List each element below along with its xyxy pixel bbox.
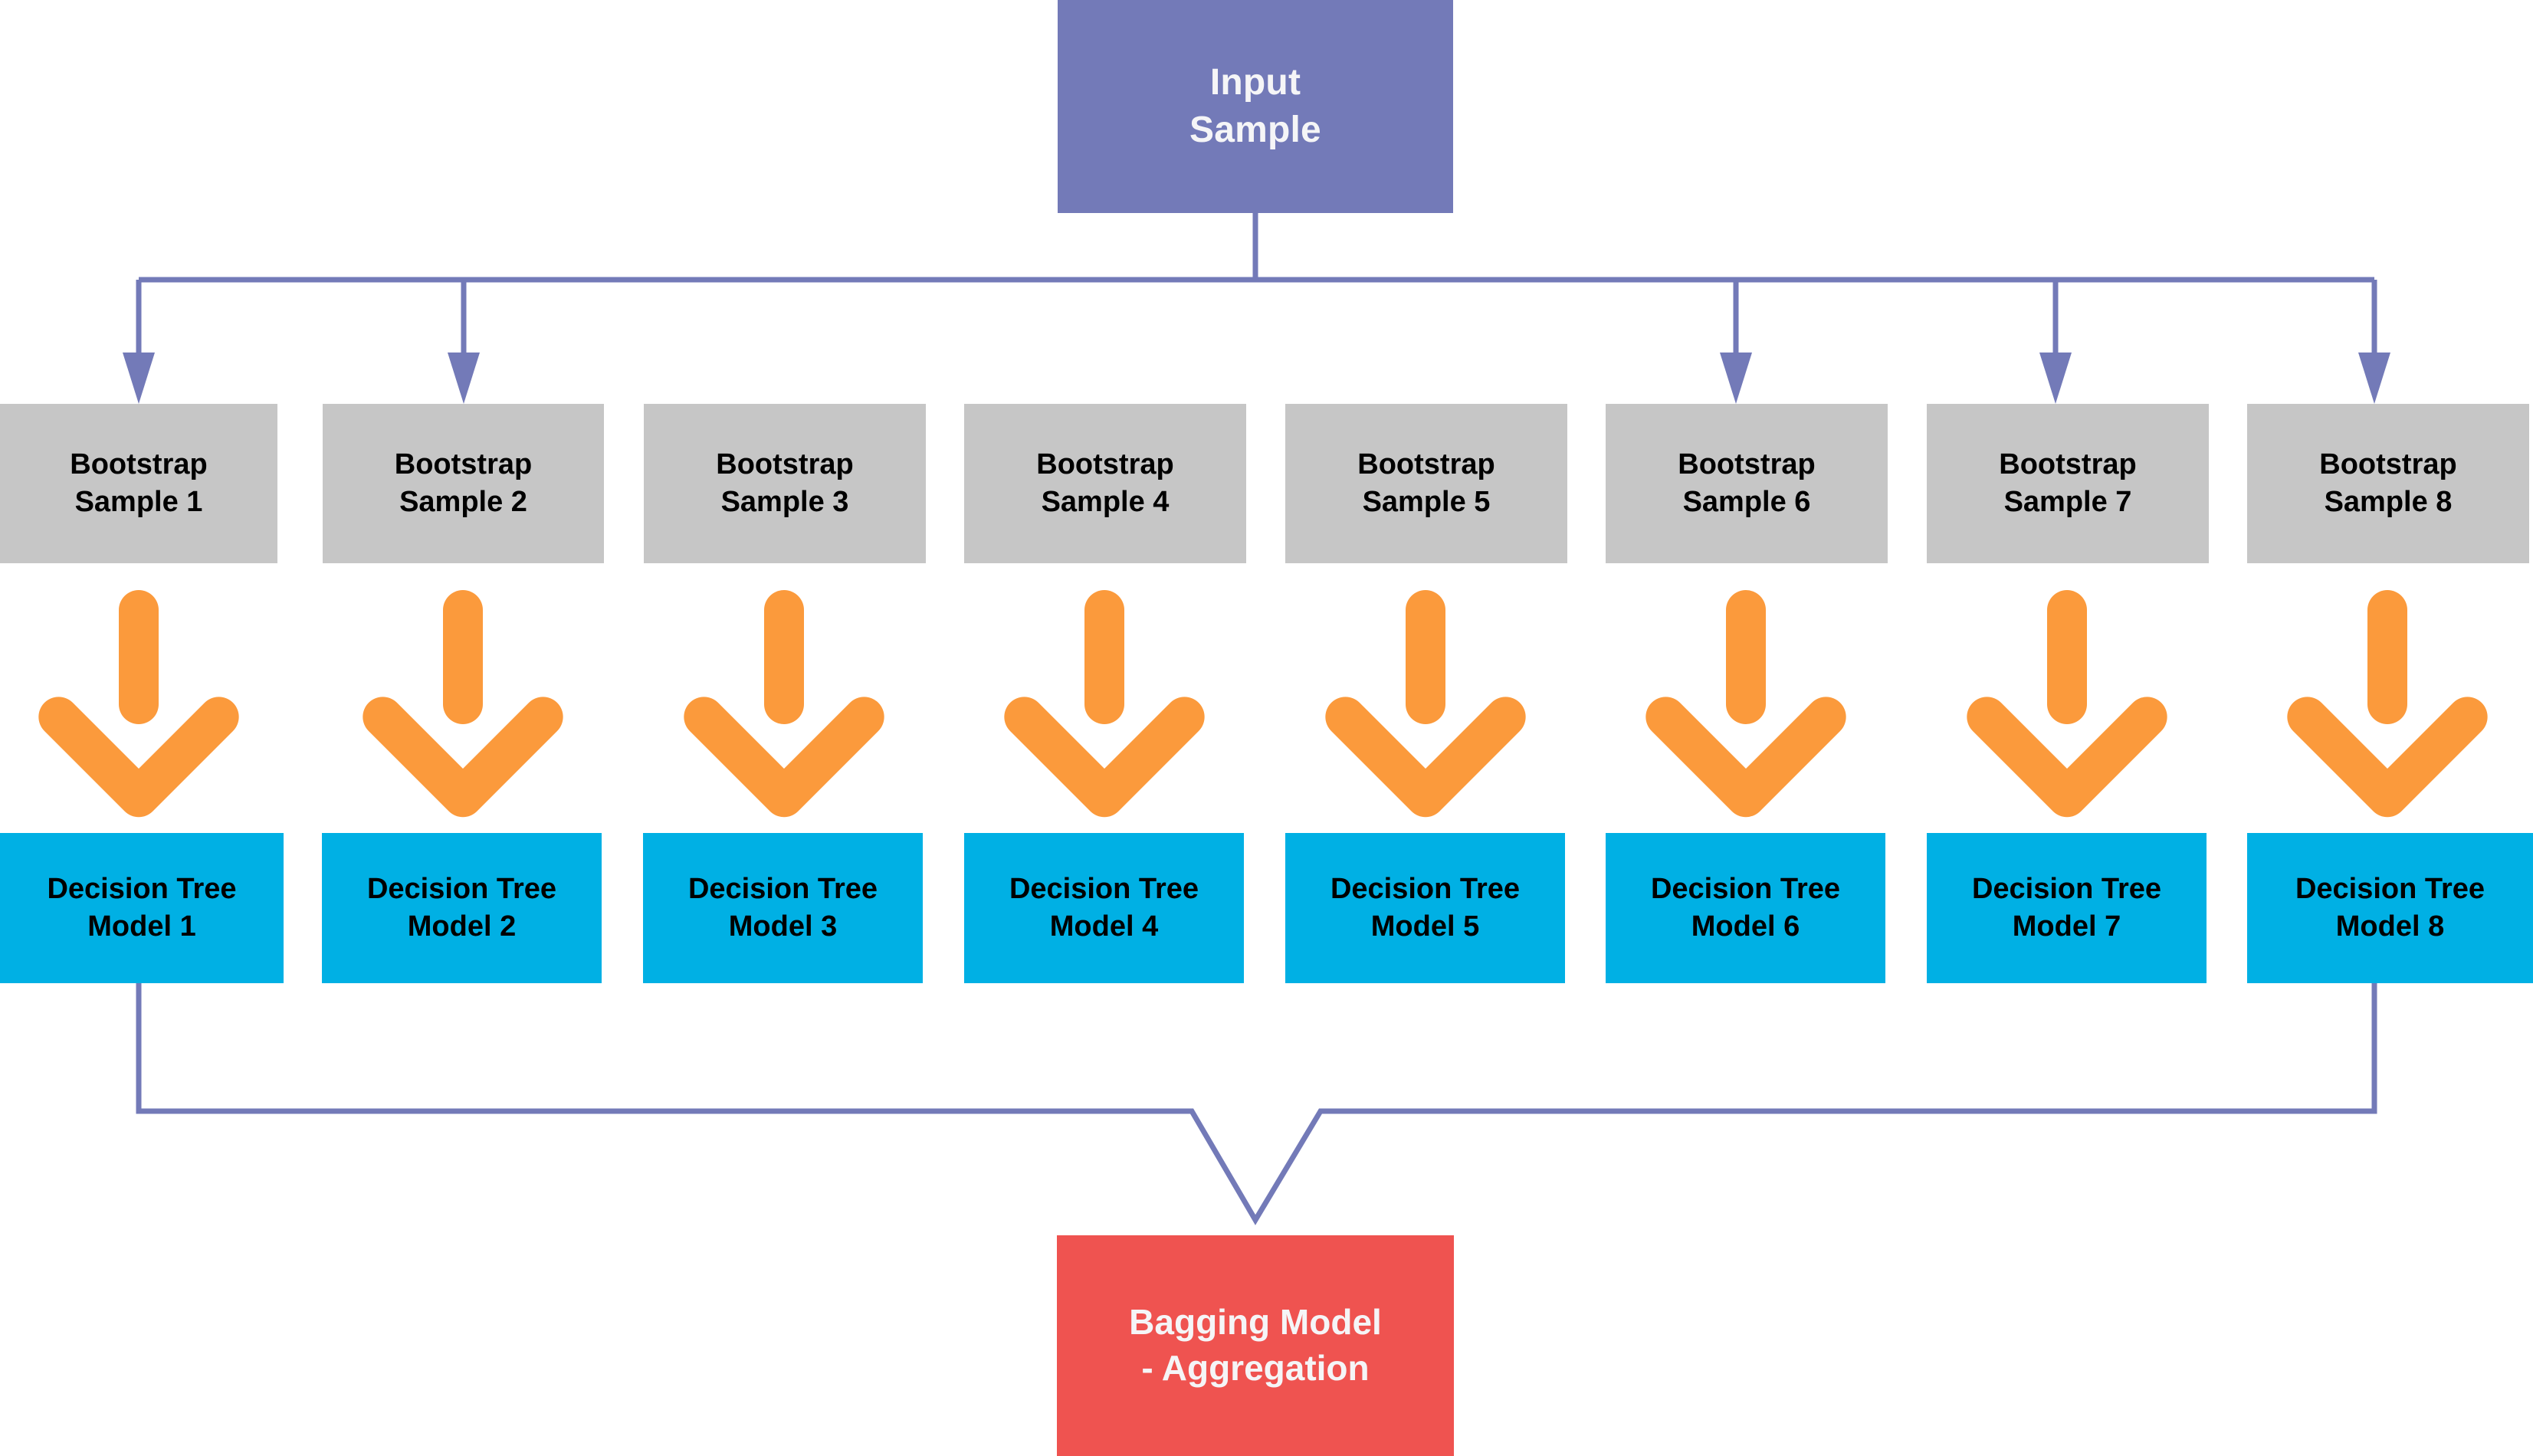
decision-tree-4-node: Decision Tree Model 4 xyxy=(964,833,1244,983)
decision-tree-7-line-1: Decision Tree xyxy=(1971,872,2162,905)
down-arrow-icon-5 xyxy=(1325,590,1526,818)
bootstrap-sample-7-line-2: Sample 7 xyxy=(2003,486,2132,518)
input-sample-line-1: Input xyxy=(1209,61,1301,103)
decision-tree-5-node: Decision Tree Model 5 xyxy=(1285,833,1565,983)
decision-tree-2-node: Decision Tree Model 2 xyxy=(322,833,602,983)
bootstrap-sample-5-line-1: Bootstrap xyxy=(1357,448,1495,480)
decision-tree-1-line-2: Model 1 xyxy=(87,910,196,943)
bootstrap-sample-8-line-1: Bootstrap xyxy=(2319,448,2457,480)
bootstrap-sample-8-label: Bootstrap Sample 8 xyxy=(2247,446,2529,522)
connector-bottom-aggregation-bus xyxy=(136,983,2377,1225)
input-sample-label: Input Sample xyxy=(1058,59,1453,155)
bootstrap-sample-7-label: Bootstrap Sample 7 xyxy=(1927,446,2209,522)
bootstrap-sample-8-node: Bootstrap Sample 8 xyxy=(2247,404,2529,563)
decision-tree-2-label: Decision Tree Model 2 xyxy=(322,871,602,946)
decision-tree-3-line-1: Decision Tree xyxy=(687,872,878,905)
down-arrow-icon-4 xyxy=(1004,590,1205,818)
bagging-model-line-1: Bagging Model xyxy=(1129,1302,1382,1343)
bootstrap-sample-6-label: Bootstrap Sample 6 xyxy=(1606,446,1888,522)
decision-tree-2-line-1: Decision Tree xyxy=(366,872,557,905)
arrowhead-icon-6 xyxy=(1720,353,1752,404)
decision-tree-6-label: Decision Tree Model 6 xyxy=(1606,871,1885,946)
bootstrap-sample-6-line-1: Bootstrap xyxy=(1678,448,1816,480)
down-arrow-icon-1 xyxy=(38,590,239,818)
decision-tree-1-line-1: Decision Tree xyxy=(47,872,237,905)
down-arrow-icon-3 xyxy=(684,590,884,818)
decision-tree-1-node: Decision Tree Model 1 xyxy=(0,833,284,983)
decision-tree-7-node: Decision Tree Model 7 xyxy=(1927,833,2207,983)
decision-tree-3-label: Decision Tree Model 3 xyxy=(643,871,923,946)
bootstrap-sample-3-line-2: Sample 3 xyxy=(720,486,849,518)
decision-tree-3-node: Decision Tree Model 3 xyxy=(643,833,923,983)
decision-tree-4-line-1: Decision Tree xyxy=(1009,872,1199,905)
bootstrap-sample-3-node: Bootstrap Sample 3 xyxy=(644,404,926,563)
bootstrap-sample-5-label: Bootstrap Sample 5 xyxy=(1285,446,1567,522)
down-arrow-icon-8 xyxy=(2287,590,2488,818)
bootstrap-sample-6-line-2: Sample 6 xyxy=(1682,486,1811,518)
decision-tree-7-line-2: Model 7 xyxy=(2012,910,2121,943)
arrowhead-icon-8 xyxy=(2358,353,2390,404)
bootstrap-sample-7-line-1: Bootstrap xyxy=(1999,448,2137,480)
bootstrap-sample-4-label: Bootstrap Sample 4 xyxy=(964,446,1246,522)
decision-tree-8-line-2: Model 8 xyxy=(2335,910,2445,943)
decision-tree-6-node: Decision Tree Model 6 xyxy=(1606,833,1885,983)
bootstrap-sample-2-line-2: Sample 2 xyxy=(399,486,527,518)
bagging-model-label: Bagging Model - Aggregation xyxy=(1057,1300,1454,1392)
arrowhead-icon-2 xyxy=(448,353,480,404)
connector-arrowheads xyxy=(123,353,2390,404)
decision-tree-4-label: Decision Tree Model 4 xyxy=(964,871,1244,946)
bootstrap-sample-7-node: Bootstrap Sample 7 xyxy=(1927,404,2209,563)
bootstrap-sample-1-line-1: Bootstrap xyxy=(70,448,208,480)
arrowhead-icon-1 xyxy=(123,353,155,404)
bootstrap-sample-5-line-2: Sample 5 xyxy=(1362,486,1491,518)
input-sample-node: Input Sample xyxy=(1058,0,1453,213)
decision-tree-3-line-2: Model 3 xyxy=(728,910,838,943)
bootstrap-sample-1-label: Bootstrap Sample 1 xyxy=(0,446,277,522)
bootstrap-sample-3-label: Bootstrap Sample 3 xyxy=(644,446,926,522)
decision-tree-8-line-1: Decision Tree xyxy=(2295,872,2485,905)
input-sample-line-2: Sample xyxy=(1189,110,1321,150)
decision-tree-8-node: Decision Tree Model 8 xyxy=(2247,833,2533,983)
bagging-model-node: Bagging Model - Aggregation xyxy=(1057,1235,1454,1456)
bootstrap-sample-5-node: Bootstrap Sample 5 xyxy=(1285,404,1567,563)
decision-tree-5-line-1: Decision Tree xyxy=(1330,872,1521,905)
bootstrap-sample-1-node: Bootstrap Sample 1 xyxy=(0,404,277,563)
down-arrow-icon-2 xyxy=(363,590,563,818)
decision-tree-2-line-2: Model 2 xyxy=(407,910,517,943)
bootstrap-sample-6-node: Bootstrap Sample 6 xyxy=(1606,404,1888,563)
bootstrap-sample-8-line-2: Sample 8 xyxy=(2324,486,2453,518)
decision-tree-1-label: Decision Tree Model 1 xyxy=(0,871,284,946)
decision-tree-6-line-1: Decision Tree xyxy=(1650,872,1841,905)
bootstrap-sample-2-node: Bootstrap Sample 2 xyxy=(323,404,604,563)
decision-tree-6-line-2: Model 6 xyxy=(1691,910,1800,943)
bootstrap-sample-4-line-1: Bootstrap xyxy=(1036,448,1174,480)
down-arrow-icon-7 xyxy=(1967,590,2167,818)
bootstrap-sample-4-line-2: Sample 4 xyxy=(1041,486,1170,518)
decision-tree-8-label: Decision Tree Model 8 xyxy=(2247,871,2533,946)
bagging-model-line-2: - Aggregation xyxy=(1141,1348,1370,1388)
decision-tree-5-line-2: Model 5 xyxy=(1370,910,1480,943)
decision-tree-5-label: Decision Tree Model 5 xyxy=(1285,871,1565,946)
decision-tree-7-label: Decision Tree Model 7 xyxy=(1927,871,2207,946)
decision-tree-4-line-2: Model 4 xyxy=(1049,910,1159,943)
bootstrap-sample-2-label: Bootstrap Sample 2 xyxy=(323,446,604,522)
down-arrow-icon-6 xyxy=(1645,590,1846,818)
bootstrap-sample-2-line-1: Bootstrap xyxy=(394,448,533,480)
bootstrap-sample-3-line-1: Bootstrap xyxy=(716,448,854,480)
bootstrap-sample-4-node: Bootstrap Sample 4 xyxy=(964,404,1246,563)
arrowhead-icon-7 xyxy=(2039,353,2072,404)
bootstrap-sample-1-line-2: Sample 1 xyxy=(74,486,203,518)
